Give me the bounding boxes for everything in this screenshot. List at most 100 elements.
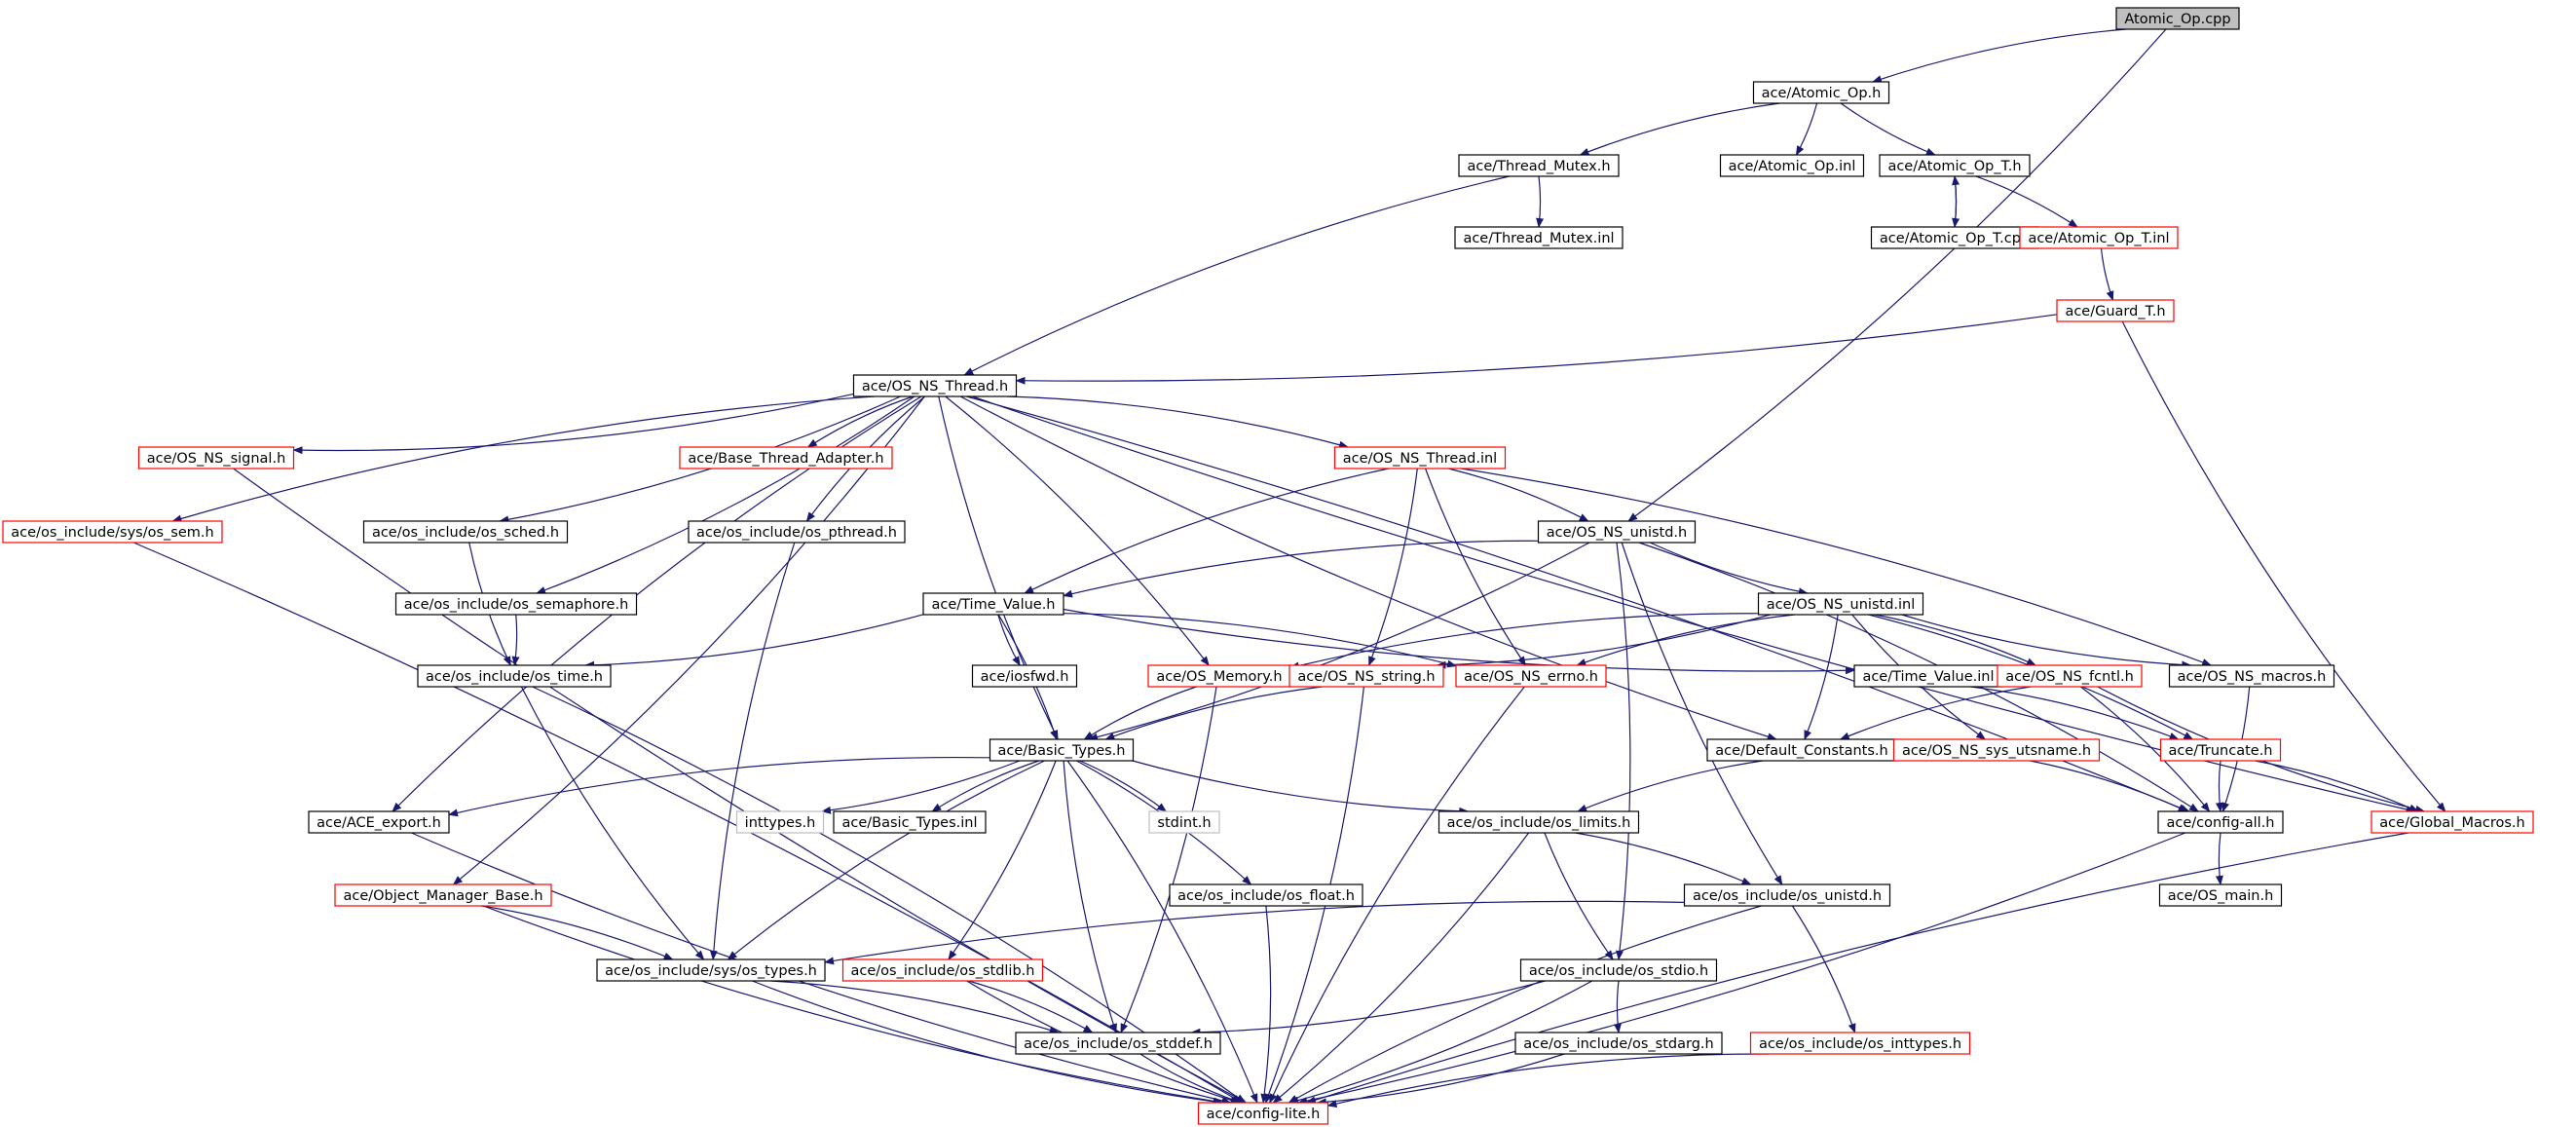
edge-os_sem_h-to-config_lite_h — [133, 542, 1244, 1104]
node-os_semaphore_h[interactable]: ace/os_include/os_semaphore.h — [394, 592, 638, 616]
node-config_lite_h[interactable]: ace/config-lite.h — [1197, 1102, 1329, 1125]
node-thread_mutex_inl[interactable]: ace/Thread_Mutex.inl — [1454, 226, 1624, 249]
node-os_ns_thread_h[interactable]: ace/OS_NS_Thread.h — [852, 374, 1018, 397]
node-atomic_op_cpp[interactable]: Atomic_Op.cpp — [2115, 7, 2240, 30]
node-box — [922, 592, 1064, 616]
node-label: inttypes.h — [745, 815, 816, 831]
node-label: ace/Atomic_Op_T.inl — [2028, 231, 2169, 246]
node-os_ns_macros_h[interactable]: ace/OS_NS_macros.h — [2168, 664, 2335, 688]
node-label: Atomic_Op.cpp — [2124, 12, 2230, 27]
node-box — [308, 810, 450, 834]
node-os_ns_string_h[interactable]: ace/OS_NS_string.h — [1288, 664, 1444, 688]
node-os_ns_fcntl_h[interactable]: ace/OS_NS_fcntl.h — [1997, 664, 2143, 688]
node-label: ace/Thread_Mutex.h — [1467, 159, 1610, 174]
node-label: ace/Object_Manager_Base.h — [343, 888, 542, 904]
node-inttypes_h[interactable]: inttypes.h — [735, 810, 825, 834]
node-time_value_inl[interactable]: ace/Time_Value.inl — [1853, 664, 2003, 688]
node-box — [833, 810, 987, 834]
edge-os_ns_unistd_h-to-os_stdio_h — [1616, 542, 1631, 960]
node-label: stdint.h — [1157, 815, 1211, 831]
node-box — [362, 520, 569, 544]
node-atomic_op_t_inl[interactable]: ace/Atomic_Op_T.inl — [2019, 226, 2179, 249]
node-os_ns_sys_utsname_h[interactable]: ace/OS_NS_sys_utsname.h — [1892, 738, 2101, 762]
node-os_main_h[interactable]: ace/OS_main.h — [2158, 883, 2283, 907]
node-os_stdlib_h[interactable]: ace/os_include/os_stdlib.h — [841, 958, 1044, 982]
node-os_unistd_h[interactable]: ace/os_include/os_unistd.h — [1683, 883, 1891, 907]
node-os_stdarg_h[interactable]: ace/os_include/os_stdarg.h — [1514, 1032, 1723, 1055]
node-os_float_h[interactable]: ace/os_include/os_float.h — [1169, 883, 1363, 907]
node-os_memory_h[interactable]: ace/OS_Memory.h — [1147, 664, 1291, 688]
edge-atomic_op_cpp-to-os_ns_unistd_h — [1627, 28, 2167, 522]
edge-basic_types_h-to-ace_export_h — [448, 756, 990, 817]
node-os_limits_h[interactable]: ace/os_include/os_limits.h — [1437, 810, 1640, 834]
node-label: ace/config-lite.h — [1207, 1107, 1321, 1122]
node-os_sem_h[interactable]: ace/os_include/sys/os_sem.h — [2, 520, 223, 544]
node-os_stdio_h[interactable]: ace/os_include/os_stdio.h — [1519, 958, 1718, 982]
node-label: ace/os_include/os_pthread.h — [696, 525, 897, 541]
node-os_ns_unistd_inl[interactable]: ace/OS_NS_unistd.inl — [1757, 592, 1924, 616]
node-box — [1719, 154, 1865, 177]
node-object_manager_base_h[interactable]: ace/Object_Manager_Base.h — [334, 883, 552, 907]
node-truncate_h[interactable]: ace/Truncate.h — [2159, 738, 2282, 762]
node-box — [1437, 810, 1640, 834]
edge-os_ns_thread_h-to-os_sem_h — [171, 395, 876, 523]
node-label: ace/OS_NS_unistd.inl — [1767, 597, 1916, 613]
edge-os_stdarg_h-to-config_lite_h — [1316, 1053, 1565, 1107]
node-global_macros_h[interactable]: ace/Global_Macros.h — [2371, 810, 2534, 834]
node-os_ns_unistd_h[interactable]: ace/OS_NS_unistd.h — [1537, 520, 1697, 544]
edge-os_ns_unistd_h-to-basic_types_h — [1088, 542, 1590, 741]
node-box — [1015, 1032, 1221, 1055]
node-os_inttypes_h[interactable]: ace/os_include/os_inttypes.h — [1749, 1032, 1971, 1055]
node-os_stddef_h[interactable]: ace/os_include/os_stddef.h — [1015, 1032, 1221, 1055]
node-os_ns_thread_inl[interactable]: ace/OS_NS_Thread.inl — [1333, 446, 1507, 470]
node-default_constants_h[interactable]: ace/Default_Constants.h — [1706, 738, 1897, 762]
node-os_ns_signal_h[interactable]: ace/OS_NS_signal.h — [137, 446, 295, 470]
edge-os_ns_thread_h-to-basic_types_h — [938, 395, 1059, 740]
edge-os_unistd_h-to-os_types_h — [824, 900, 1685, 965]
edge-thread_mutex_h-to-os_ns_thread_h — [963, 175, 1510, 376]
node-ace_export_h[interactable]: ace/ACE_export.h — [308, 810, 450, 834]
node-base_thread_adapter_h[interactable]: ace/Base_Thread_Adapter.h — [679, 446, 893, 470]
edge-atomic_op_t_cpp-to-atomic_op_t_h — [1952, 175, 1960, 228]
edge-os_ns_errno_h-to-config_lite_h — [1269, 686, 1525, 1104]
edge-guard_t_h-to-global_macros_h — [2121, 320, 2446, 812]
edge-time_value_inl-to-truncate_h — [1970, 686, 2180, 740]
node-guard_t_h[interactable]: ace/Guard_T.h — [2056, 299, 2175, 322]
node-box — [1458, 154, 1620, 177]
node-label: ace/os_include/sys/os_types.h — [605, 963, 817, 979]
node-stdint_h[interactable]: stdint.h — [1148, 810, 1220, 834]
node-os_time_h[interactable]: ace/os_include/os_time.h — [417, 664, 612, 688]
node-label: ace/config-all.h — [2166, 815, 2274, 831]
node-atomic_op_h[interactable]: ace/Atomic_Op.h — [1752, 81, 1890, 104]
edge-os_ns_thread_inl-to-os_ns_string_h — [1368, 468, 1418, 666]
node-os_ns_errno_h[interactable]: ace/OS_NS_errno.h — [1455, 664, 1607, 688]
node-os_pthread_h[interactable]: ace/os_include/os_pthread.h — [688, 520, 906, 544]
edge-basic_types_h-to-inttypes_h — [821, 760, 1021, 814]
edge-atomic_op_h-to-atomic_op_t_h — [1840, 102, 1936, 156]
node-config_all_h[interactable]: ace/config-all.h — [2157, 810, 2284, 834]
node-label: ace/Atomic_Op_T.cpp — [1880, 231, 2030, 246]
node-box — [334, 883, 552, 907]
edge-os_ns_thread_inl-to-os_ns_unistd_h — [1448, 468, 1589, 522]
node-iosfwd_h[interactable]: ace/iosfwd.h — [971, 664, 1078, 688]
edge-os_ns_thread_h-to-base_thread_adapter_h — [806, 395, 914, 448]
node-box — [735, 810, 825, 834]
node-thread_mutex_h[interactable]: ace/Thread_Mutex.h — [1458, 154, 1620, 177]
node-atomic_op_t_cpp[interactable]: ace/Atomic_Op_T.cpp — [1870, 226, 2039, 249]
edge-os_ns_unistd_h-to-os_unistd_h — [1621, 542, 1783, 885]
edge-os_ns_thread_inl-to-os_ns_macros_h — [1460, 468, 2213, 666]
node-time_value_h[interactable]: ace/Time_Value.h — [922, 592, 1064, 616]
node-basic_types_h[interactable]: ace/Basic_Types.h — [989, 738, 1135, 762]
node-atomic_op_t_h[interactable]: ace/Atomic_Op_T.h — [1879, 154, 2031, 177]
node-box — [841, 958, 1044, 982]
node-atomic_op_inl[interactable]: ace/Atomic_Op.inl — [1719, 154, 1865, 177]
node-os_sched_h[interactable]: ace/os_include/os_sched.h — [362, 520, 569, 544]
node-label: ace/Time_Value.inl — [1862, 669, 1994, 685]
edge-os_pthread_h-to-os_types_h — [709, 542, 796, 960]
node-box — [1757, 592, 1924, 616]
node-os_types_h[interactable]: ace/os_include/sys/os_types.h — [596, 958, 826, 982]
node-basic_types_inl[interactable]: ace/Basic_Types.inl — [833, 810, 987, 834]
node-box — [679, 446, 893, 470]
node-label: ace/os_include/os_stdarg.h — [1523, 1036, 1713, 1052]
node-label: ace/os_include/os_time.h — [426, 669, 603, 685]
